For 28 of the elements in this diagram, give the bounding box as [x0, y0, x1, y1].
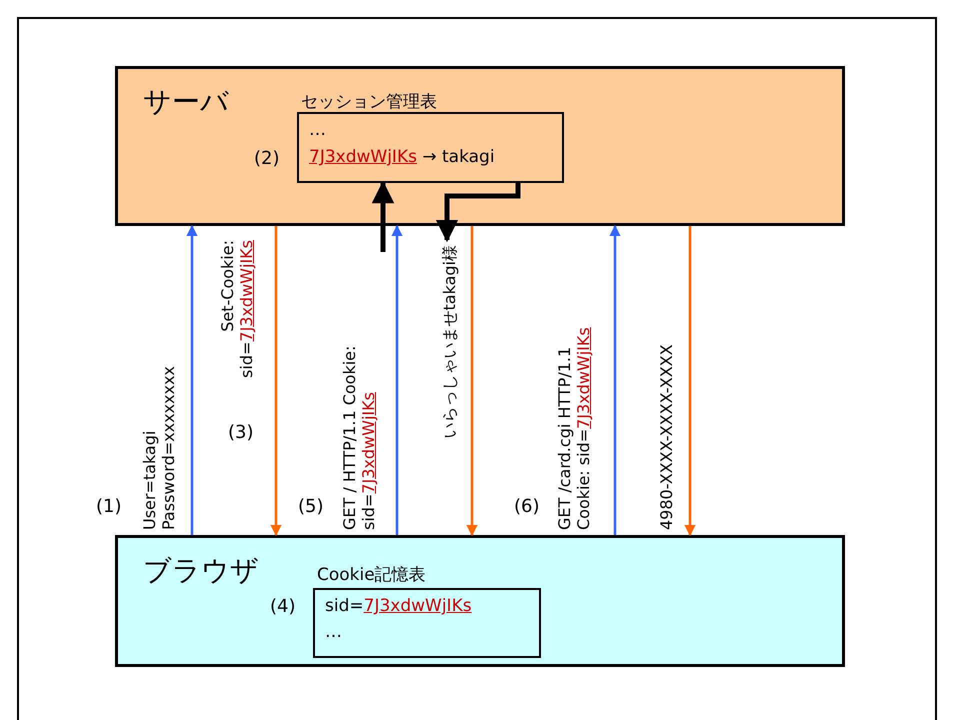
edge-label: いらっしゃいませtakagi様	[440, 245, 459, 440]
table-row: …	[325, 622, 342, 642]
arrow	[186, 224, 198, 535]
arrow	[436, 183, 520, 242]
step-number: (3)	[228, 422, 254, 443]
step-number: (1)	[96, 496, 122, 517]
table-title: セッション管理表	[301, 91, 437, 113]
arrow	[372, 180, 394, 252]
step-number: (2)	[254, 148, 280, 169]
arrow	[684, 226, 696, 536]
edge-label: User=takagi Password=xxxxxxxx	[140, 365, 178, 530]
arrow	[466, 226, 478, 536]
browser-box	[115, 535, 845, 667]
arrow	[609, 224, 621, 535]
table-row: …	[309, 120, 326, 140]
step-number: (6)	[514, 496, 540, 517]
arrow	[270, 226, 282, 536]
table-row: 7J3xdwWjIKs → takagi	[309, 147, 495, 167]
table-row: sid=7J3xdwWjIKs	[325, 596, 472, 616]
arrow	[391, 224, 403, 535]
node-title: ブラウザ	[143, 553, 259, 589]
table-title: Cookie記憶表	[317, 564, 426, 586]
edge-label: Set-Cookie: sid=7J3xdwWjIKs	[218, 240, 256, 380]
step-number: (4)	[270, 596, 296, 617]
server-box	[115, 66, 845, 226]
step-number: (5)	[298, 496, 324, 517]
edge-label: 4980-XXXX-XXXX-XXXX	[657, 343, 676, 530]
node-title: サーバ	[143, 84, 229, 120]
